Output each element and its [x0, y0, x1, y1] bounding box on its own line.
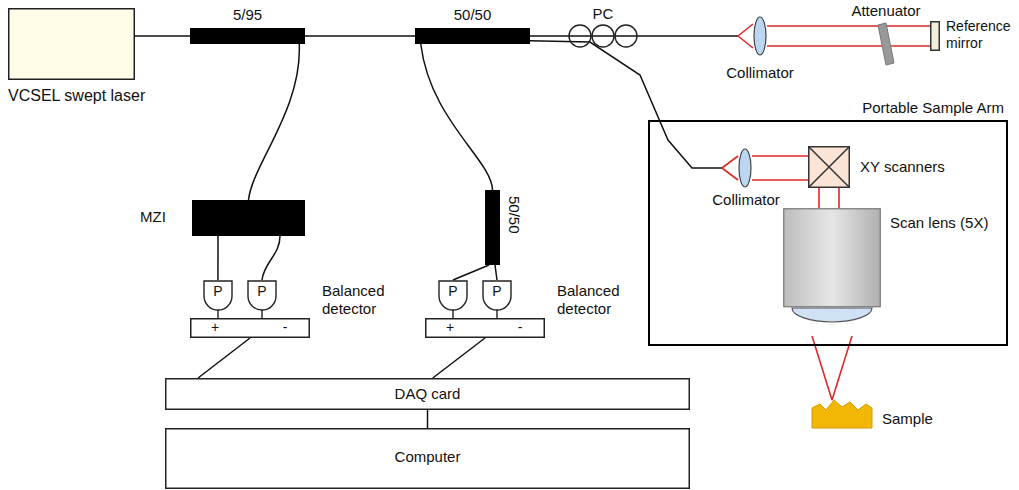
optical-fiber	[427, 410, 429, 428]
node-label: 50/50	[505, 196, 523, 234]
fiber-coupler: 5/95	[188, 4, 308, 46]
detector-p: P	[204, 283, 232, 300]
optical-fiber	[421, 44, 493, 190]
fiber-coupler-shape	[190, 28, 305, 44]
interferometer-box-shape	[192, 200, 305, 236]
fiber-coupler: 50/50	[413, 4, 533, 46]
detector-p: P	[483, 283, 511, 300]
node-label: Attenuator	[834, 2, 938, 20]
sample: Sample	[810, 398, 1000, 430]
scan-lens-shape	[783, 208, 881, 336]
fiber-coupler-shape	[485, 190, 500, 265]
optical-fiber	[249, 44, 300, 200]
reference-mirror: Reference mirror	[928, 18, 1016, 60]
fiber-pc-label: PC	[588, 5, 618, 23]
node-label: XY scanners	[860, 158, 970, 176]
balanced-detector-shape	[190, 280, 310, 338]
node-label: 50/50	[415, 6, 530, 24]
collimator-lens: Collimator	[712, 16, 808, 90]
computer-box: Computer	[165, 428, 690, 489]
fiber-coupler-shape	[415, 28, 530, 44]
sample-arm-frame: Portable Sample ArmCollimator XY scanners…	[648, 100, 1010, 346]
detector-p: P	[439, 283, 467, 300]
laser-box: VCSEL swept laser	[8, 8, 148, 108]
optical-fiber	[135, 35, 190, 37]
balanced-detector: Balanced detector	[190, 280, 310, 338]
interferometer-box: MZI	[138, 198, 308, 238]
sample-shape	[812, 398, 872, 428]
optical-fiber	[198, 338, 250, 378]
optical-fiber	[530, 41, 722, 168]
node-label: 5/95	[190, 6, 305, 24]
node-label: Balanced detector	[322, 282, 408, 318]
fiber-coupler: 50/50	[482, 188, 527, 268]
minus-sign: -	[508, 319, 532, 336]
optical-fiber	[453, 265, 489, 280]
optical-fiber	[530, 35, 738, 37]
optical-fiber	[433, 338, 485, 378]
daq-box: DAQ card	[165, 378, 690, 410]
detector-p: P	[248, 283, 276, 300]
attenuator: Attenuator	[834, 2, 938, 66]
node-label: VCSEL swept laser	[8, 86, 158, 105]
plus-sign: +	[203, 319, 227, 336]
xy-scanner-shape	[808, 146, 850, 188]
node-label: Collimator	[698, 191, 794, 209]
collimator-lens: Collimator	[698, 148, 794, 212]
node-label: Reference mirror	[946, 18, 1012, 52]
laser-box-shape	[8, 8, 135, 80]
optical-fiber	[217, 236, 219, 280]
node-label: Collimator	[712, 64, 808, 82]
minus-sign: -	[273, 319, 297, 336]
node-label: MZI	[140, 208, 184, 226]
node-label: Scan lens (5X)	[890, 214, 1000, 232]
balanced-detector: Balanced detector	[425, 280, 545, 338]
node-label: Computer	[165, 448, 690, 466]
plus-sign: +	[438, 319, 462, 336]
optical-fiber	[305, 35, 415, 37]
reference-mirror-shape	[930, 21, 940, 51]
node-label: Balanced detector	[557, 282, 643, 318]
node-label: Sample	[882, 410, 962, 428]
node-label: Portable Sample Arm	[818, 99, 1004, 117]
collimator-lens-shape	[738, 148, 752, 188]
scan-lens: Scan lens (5X)	[781, 206, 1001, 338]
collimator-lens-shape	[753, 16, 767, 56]
xy-scanner: XY scanners	[806, 144, 996, 190]
node-label: DAQ card	[165, 385, 690, 403]
attenuator-shape	[876, 22, 896, 66]
balanced-detector-shape	[425, 280, 545, 338]
